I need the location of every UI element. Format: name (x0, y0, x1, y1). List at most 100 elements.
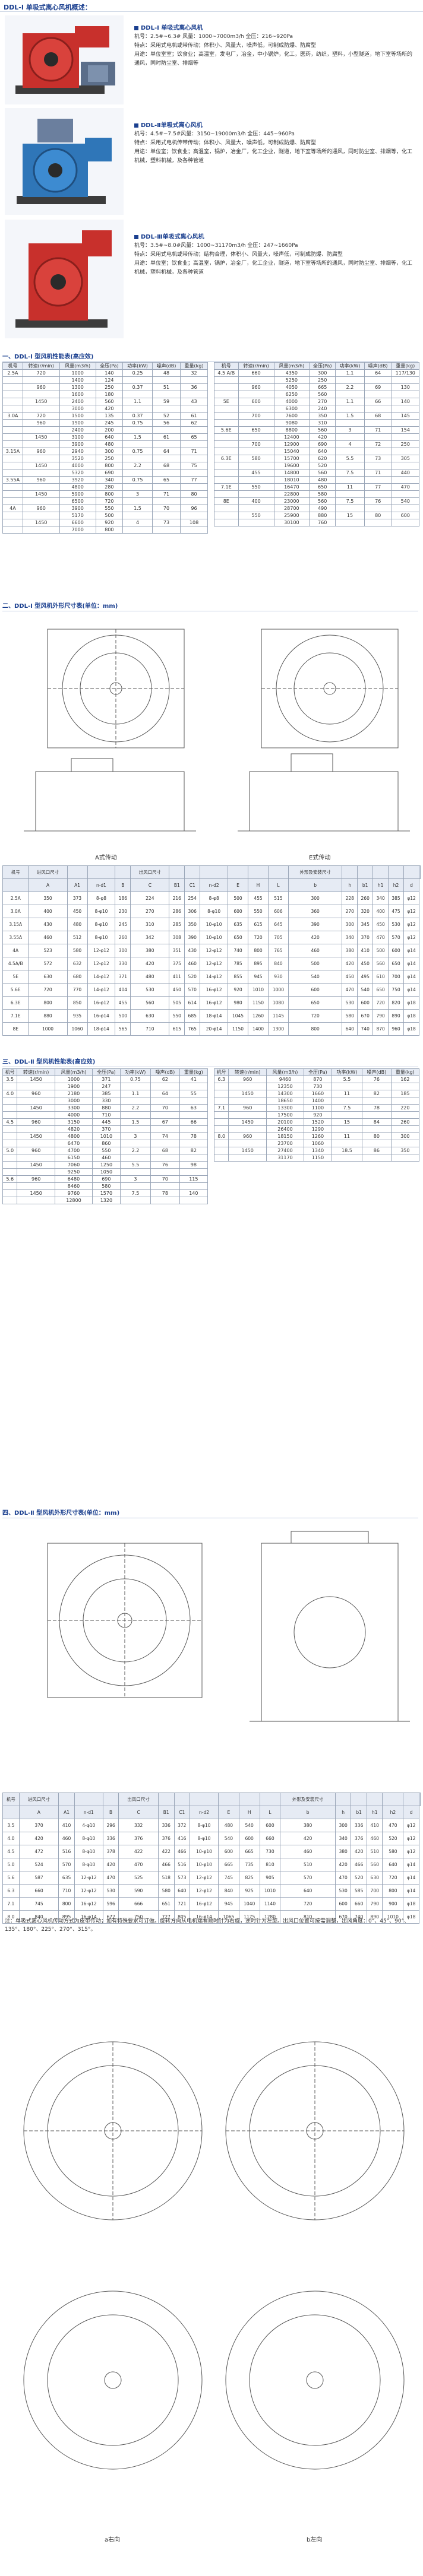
table-cell: 650 (373, 983, 389, 997)
table-cell (119, 1111, 151, 1119)
table-cell: 710 (91, 1111, 121, 1119)
table-cell: 665 (238, 1845, 260, 1858)
table-cell: 1450 (17, 1132, 55, 1140)
table-header-cell: 机号 (214, 362, 239, 370)
table-cell: 66 (364, 398, 392, 405)
table-cell: 15 (331, 1118, 363, 1126)
table-cell: 6.3E (214, 455, 239, 462)
table-cell: 690 (91, 1175, 121, 1183)
table-cell: 7.5 (331, 1104, 363, 1112)
table-cell: 550 (238, 512, 274, 519)
table-cell: 8E (214, 497, 239, 505)
table-cell: 245 (95, 419, 124, 427)
table-cell: 495 (357, 970, 374, 984)
table-cell: 640 (309, 448, 336, 455)
table-header-cell (58, 1793, 75, 1806)
table-header-cell: b1 (357, 878, 374, 892)
performance-table-right: 机号转速(r/min)风量(m3/h)全压(Pa)功率(kW)噪声(dB)重量(… (213, 1068, 420, 1162)
table-cell: 518 (157, 1871, 175, 1885)
table-cell: 587 (18, 1871, 59, 1885)
table-cell: 16-φ14 (190, 1910, 219, 1924)
table-cell: 370 (357, 931, 374, 944)
note-text: 注：单吸式离心风机传动方式为皮带传动；如有特殊要求可订做。旋转方向从电机端看顺时… (5, 1918, 410, 1933)
table-cell: 765 (184, 1022, 201, 1036)
table-cell: 4 (335, 440, 365, 448)
table-cell: 78 (362, 1104, 392, 1112)
product-usage: 用途：单位室；饮食业；高温室，锅炉，冶金厂，化工企业，隧道，地下室等场所的通风，… (134, 149, 413, 164)
table-cell: 64 (150, 1090, 180, 1097)
product-name: DDL-Ⅰ 单吸式离心风机 (141, 25, 203, 31)
table-cell (2, 483, 23, 491)
table-cell (2, 526, 23, 534)
table-header-cell: 全压(Pa) (91, 1068, 121, 1076)
table-cell: 76 (150, 1161, 180, 1169)
table-cell (150, 1182, 180, 1190)
table-cell: 19600 (273, 462, 310, 469)
table-cell: 3 (335, 426, 365, 434)
table-cell: 466 (173, 1845, 191, 1858)
table-cell: 254 (184, 892, 201, 905)
table-cell: 1250 (91, 1161, 121, 1169)
table-header-row: 机号转速(r/min)风量(m3/h)全压(Pa)功率(kW)噪声(dB)重量(… (213, 1068, 420, 1076)
table-cell: 22800 (273, 490, 310, 498)
table-cell: 5.0 (2, 1147, 18, 1154)
table-cell: 660 (18, 1884, 59, 1898)
table-cell: 390 (184, 931, 201, 944)
table-cell: 460 (28, 931, 68, 944)
table-cell: 385 (91, 1090, 121, 1097)
table-cell: 305 (391, 455, 420, 462)
table-cell (22, 455, 60, 462)
table-cell: 560 (309, 497, 336, 505)
table-cell: 895 (58, 1910, 75, 1924)
table-cell (22, 376, 60, 384)
table-cell: 380 (130, 944, 170, 957)
table-cell: 5.5 (331, 1076, 363, 1083)
table-cell: 460 (280, 1845, 336, 1858)
table-header-cell (87, 865, 116, 879)
table-cell: 1400 (59, 376, 96, 384)
table-header-cell: 外形及安装尺寸 (288, 865, 343, 879)
table-cell: 6250 (273, 391, 310, 398)
table-cell (17, 1154, 55, 1162)
table-cell: 470 (342, 983, 358, 997)
table-header-cell: B1 (157, 1806, 175, 1819)
table-cell: 470 (391, 483, 420, 491)
table-cell: 520 (309, 462, 336, 469)
table-cell: 65 (151, 476, 181, 484)
table-cell: 410 (357, 944, 374, 957)
table-cell: 20-φ14 (200, 1022, 229, 1036)
table-cell: 80 (362, 1132, 392, 1140)
table-cell: 3.0A (2, 412, 23, 420)
table-cell (17, 1111, 55, 1119)
table-cell: 70 (150, 1104, 180, 1112)
table-cell: 585 (351, 1884, 367, 1898)
table-cell: 600 (238, 1832, 260, 1845)
table-cell: 630 (28, 970, 68, 984)
table-cell: 635 (58, 1871, 75, 1885)
table-header-cell: 转速(r/min) (228, 1068, 267, 1076)
table-cell: 162 (390, 1076, 420, 1083)
table-cell: 870 (373, 1022, 389, 1036)
table-cell: 570 (388, 931, 404, 944)
table-cell (331, 1083, 363, 1090)
table-cell: 450 (169, 983, 185, 997)
table-header-cell: A (28, 878, 68, 892)
table-cell: 12350 (266, 1083, 304, 1090)
table-cell: 7600 (273, 412, 310, 420)
table-cell: 124 (95, 376, 124, 384)
drawing-caption: A式传动 (95, 855, 117, 861)
table-cell: 371 (91, 1076, 121, 1083)
table-cell: 72 (364, 440, 392, 448)
table-cell: 14-φ12 (87, 983, 116, 997)
table-cell (238, 505, 274, 512)
table-cell: 9250 (54, 1168, 93, 1176)
table-cell: 4800 (54, 1132, 93, 1140)
table-cell: 500 (373, 944, 389, 957)
